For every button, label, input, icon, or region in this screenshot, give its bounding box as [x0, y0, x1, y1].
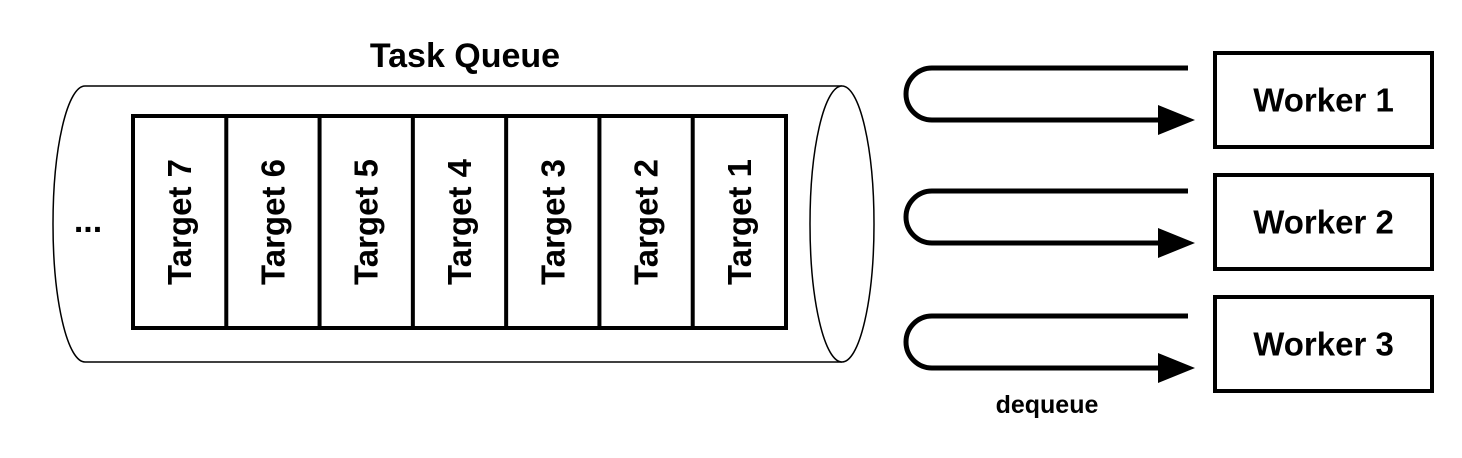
- worker-label: Worker 1: [1253, 82, 1394, 119]
- dequeue-arrow-line: [903, 313, 1188, 371]
- queue-title: Task Queue: [370, 37, 560, 75]
- queue-cell-label: Target 5: [348, 159, 385, 285]
- worker-label: Worker 2: [1253, 204, 1394, 241]
- queue-cell-label: Target 3: [534, 159, 571, 285]
- queue-overflow-marker: ...: [74, 202, 102, 240]
- queue-cylinder-cap: [809, 85, 875, 363]
- workers: Worker 1 Worker 2 Worker 3: [903, 51, 1434, 393]
- dequeue-label: dequeue: [996, 391, 1099, 419]
- dequeue-arrow-head: [1158, 228, 1195, 258]
- queue-cell-label: Target 4: [441, 158, 478, 285]
- dequeue-arrow-line: [903, 65, 1188, 123]
- dequeue-arrow-head: [1158, 353, 1195, 383]
- worker-box: [1213, 51, 1434, 149]
- worker-box: [1213, 295, 1434, 393]
- worker-label: Worker 3: [1253, 326, 1394, 363]
- worker-box: [1213, 173, 1434, 271]
- queue-cells: Target 7 Target 6 Target 5 Target 4 Target 3…: [161, 116, 758, 328]
- dequeue-arrow-line: [903, 188, 1188, 246]
- queue-cells-frame: [131, 114, 788, 330]
- queue-cell-label: Target 1: [721, 159, 758, 285]
- queue-cell-label: Target 6: [254, 159, 291, 285]
- queue-cylinder-body: [52, 85, 842, 363]
- dequeue-arrow-head: [1158, 105, 1195, 135]
- queue-cell-label: Target 2: [628, 159, 665, 285]
- queue-cell-label: Target 7: [161, 159, 198, 285]
